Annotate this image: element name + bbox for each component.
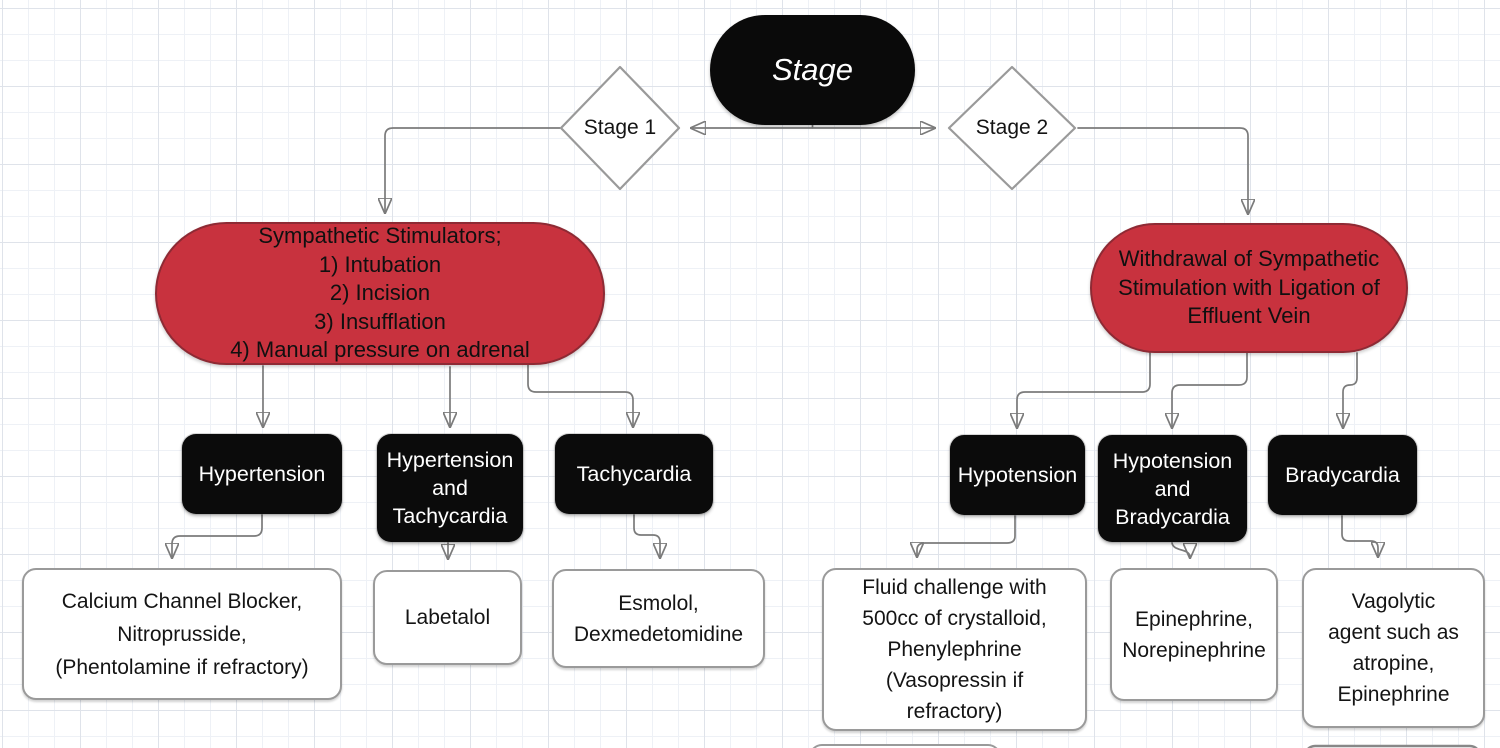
node-hypotension[interactable]: Hypotension <box>950 435 1085 515</box>
connector-stage2-to-withdrawal[interactable] <box>1077 127 1248 213</box>
node-tx-tachycardia-label: Esmolol, Dexmedetomidine <box>573 591 744 646</box>
node-tx-hypertension-label: Calcium Channel Blocker, Nitroprusside, … <box>55 589 309 679</box>
node-tx-labetalol[interactable]: Labetalol <box>373 570 522 665</box>
node-withdrawal-stimulation-label: Withdrawal of Sympathetic Stimulation wi… <box>1118 246 1380 329</box>
diamond-shape <box>947 65 1077 191</box>
node-hypertension-tachycardia-label: Hypertension and Tachycardia <box>386 448 514 528</box>
node-hypotension-bradycardia-label: Hypotension and Bradycardia <box>1112 448 1233 529</box>
connector-hypertension-to-tx[interactable] <box>172 513 263 557</box>
connector-hypotension-to-tx[interactable] <box>917 514 1016 556</box>
node-stage[interactable]: Stage <box>710 15 915 125</box>
node-tx-hypotension-bradycardia-label: Epinephrine, Norepinephrine <box>1122 607 1266 662</box>
node-tx-labetalol-label: Labetalol <box>404 606 491 629</box>
connector-stage1-to-stimulators[interactable] <box>385 127 561 212</box>
decision-stage-1-label: Stage 1 <box>583 116 657 139</box>
connector-to-tachycardia[interactable] <box>527 361 633 426</box>
node-bradycardia-label: Bradycardia <box>1285 463 1400 487</box>
node-hypertension-tachycardia[interactable]: Hypertension and Tachycardia <box>377 434 523 542</box>
decision-stage-2-label: Stage 2 <box>975 116 1049 139</box>
node-tx-bradycardia-label: Vagolytic agent such as atropine, Epinep… <box>1328 590 1459 706</box>
node-tachycardia[interactable]: Tachycardia <box>555 434 713 514</box>
node-tx-bradycardia[interactable]: Vagolytic agent such as atropine, Epinep… <box>1302 568 1485 728</box>
node-tx-hypertension[interactable]: Calcium Channel Blocker, Nitroprusside, … <box>22 568 342 700</box>
node-tachycardia-label: Tachycardia <box>576 462 692 486</box>
connector-hb-to-tx[interactable] <box>1171 541 1190 557</box>
connector-bradycardia-to-tx[interactable] <box>1341 514 1378 556</box>
diamond-shape <box>559 65 681 191</box>
node-bradycardia[interactable]: Bradycardia <box>1268 435 1417 515</box>
node-sympathetic-stimulators-label: Sympathetic Stimulators; 1) Intubation 2… <box>230 223 530 363</box>
connector-to-hypotension[interactable] <box>1017 352 1151 427</box>
node-hypertension-label: Hypertension <box>198 462 326 486</box>
connector-to-bradycardia[interactable] <box>1343 352 1358 427</box>
node-withdrawal-stimulation[interactable]: Withdrawal of Sympathetic Stimulation wi… <box>1090 223 1408 353</box>
node-sympathetic-stimulators[interactable]: Sympathetic Stimulators; 1) Intubation 2… <box>155 222 605 365</box>
connector-to-hypotension-bradycardia[interactable] <box>1172 352 1248 427</box>
connector-tachycardia-to-tx[interactable] <box>633 513 660 557</box>
decision-stage-2[interactable]: Stage 2 <box>946 64 1078 192</box>
node-hypertension[interactable]: Hypertension <box>182 434 342 514</box>
node-tx-hypotension-bradycardia[interactable]: Epinephrine, Norepinephrine <box>1110 568 1278 701</box>
node-tx-hypotension-label: Fluid challenge with 500cc of crystalloi… <box>862 576 1047 723</box>
node-tx-hypotension[interactable]: Fluid challenge with 500cc of crystalloi… <box>822 568 1087 731</box>
node-hypotension-bradycardia[interactable]: Hypotension and Bradycardia <box>1098 435 1247 542</box>
node-hypotension-label: Hypotension <box>957 463 1078 487</box>
node-tx-tachycardia[interactable]: Esmolol, Dexmedetomidine <box>552 569 765 668</box>
cutoff-box-left[interactable] <box>810 744 1000 748</box>
decision-stage-1[interactable]: Stage 1 <box>558 64 682 192</box>
node-stage-label: Stage <box>771 52 853 87</box>
